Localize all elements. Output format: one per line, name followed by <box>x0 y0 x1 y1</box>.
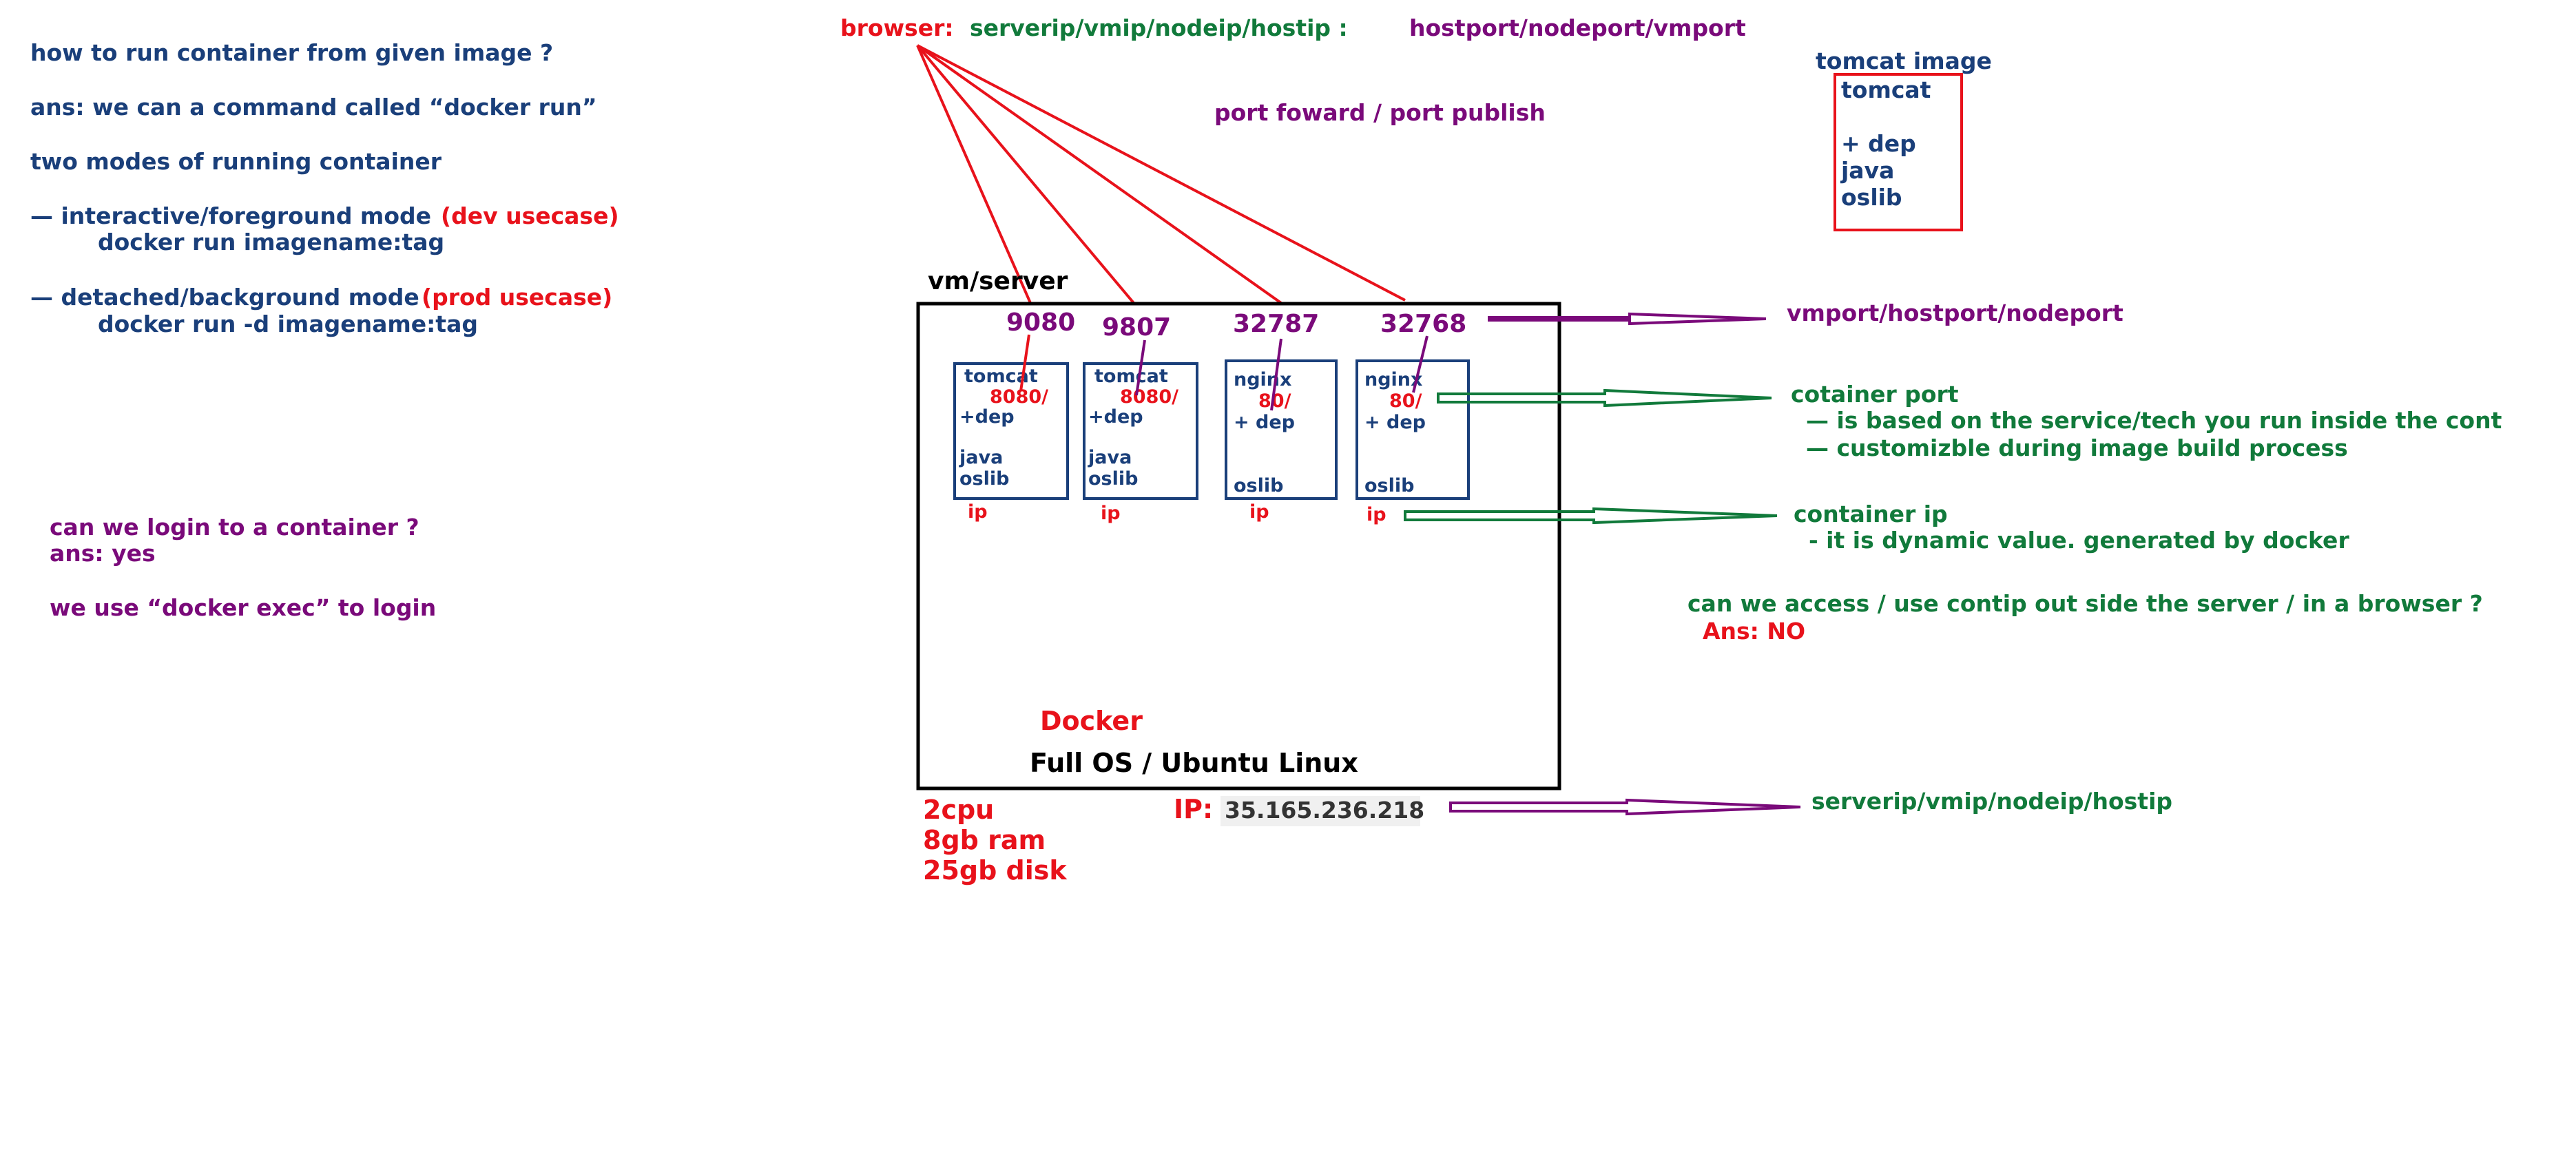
arrow-container-ip <box>1404 507 1778 525</box>
container-port: 80/ <box>1389 390 1422 412</box>
container-port-line1: — is based on the service/tech you run i… <box>1806 407 2502 434</box>
browser-ports: hostport/nodeport/vmport <box>1409 14 1746 41</box>
container-dep: +dep <box>959 406 1015 428</box>
container-name: tomcat <box>964 366 1038 387</box>
host-port-label: 9807 <box>1102 313 1171 342</box>
container-ip-label: ip <box>1101 503 1121 524</box>
tomcat-image-box <box>1834 73 1963 231</box>
tomcat-image-diagram: tomcat image tomcat + dep java oslib <box>1816 48 1992 231</box>
host-port-label: 32787 <box>1233 310 1319 338</box>
tomcat-image-title: tomcat image <box>1816 48 1992 74</box>
container-nginx-1: nginx 80/ + dep oslib ip <box>1225 359 1338 523</box>
browser-address: serverip/vmip/nodeip/hostip : <box>970 14 1348 41</box>
arrow-vmport <box>1488 312 1767 326</box>
container-ip-line1: - it is dynamic value. generated by dock… <box>1809 527 2349 554</box>
browser-label: browser: <box>840 14 954 41</box>
spec-disk: 25gb disk <box>923 855 1067 886</box>
question-login: can we login to a container ? <box>50 514 419 541</box>
container-box <box>1355 359 1470 500</box>
container-oslib: oslib <box>1364 475 1414 496</box>
os-label: Full OS / Ubuntu Linux <box>1030 748 1358 778</box>
browser-connection-lines <box>916 44 1406 304</box>
tomcat-image-item: + dep <box>1841 130 1916 157</box>
vm-server-box <box>916 302 1561 790</box>
docker-exec-note: we use “docker exec” to login <box>50 594 436 621</box>
spec-cpu: 2cpu <box>923 795 994 825</box>
host-port-label: 9080 <box>1006 308 1075 337</box>
container-dep: +dep <box>1088 406 1143 428</box>
ip-value: 35.165.236.218 <box>1225 797 1424 824</box>
port-mapping-line <box>1412 335 1429 393</box>
arrow-serverip <box>1449 798 1801 816</box>
line-browser-to-9807 <box>916 44 1135 304</box>
spec-ram: 8gb ram <box>923 825 1046 855</box>
container-oslib: oslib <box>959 468 1009 490</box>
mode-interactive-command: docker run imagename:tag <box>98 229 444 255</box>
container-ip-label: ip <box>968 501 988 523</box>
left-notes: how to run container from given image ? … <box>30 39 619 621</box>
tomcat-image-item: oslib <box>1841 184 1902 211</box>
container-port-line2: — customizble during image build process <box>1806 434 2348 461</box>
port-mapping-line <box>1270 338 1282 411</box>
container-java: java <box>1088 447 1132 468</box>
container-dep: + dep <box>1364 412 1426 433</box>
port-mapping-line <box>1019 334 1030 392</box>
serverip-callout: serverip/vmip/nodeip/hostip <box>1811 788 2172 815</box>
port-mapping-line <box>1135 339 1146 396</box>
container-oslib: oslib <box>1234 475 1283 496</box>
container-port-title: cotainer port <box>1791 381 1959 408</box>
container-ip-title: container ip <box>1794 501 1948 527</box>
tomcat-image-item: java <box>1840 157 1894 184</box>
line-browser-to-32787 <box>916 44 1282 304</box>
port-forward-label: port foward / port publish <box>1214 99 1546 126</box>
container-ip-label: ip <box>1249 501 1269 523</box>
access-question: can we access / use contip out side the … <box>1687 590 2483 617</box>
question-run-container: how to run container from given image ? <box>30 39 553 66</box>
docker-label: Docker <box>1040 706 1143 736</box>
host-port-label: 32768 <box>1380 310 1466 338</box>
container-box <box>1225 359 1338 500</box>
container-port: 8080/ <box>990 386 1048 408</box>
mode-interactive: — interactive/foreground mode <box>30 202 431 229</box>
tomcat-image-item: tomcat <box>1841 76 1931 103</box>
container-box <box>953 362 1069 500</box>
answer-login: ans: yes <box>50 540 156 567</box>
two-modes-heading: two modes of running container <box>30 148 442 175</box>
container-name: tomcat <box>1094 366 1168 387</box>
right-callouts: vmport/hostport/nodeport cotainer port —… <box>1687 300 2502 815</box>
server-specs: 2cpu 8gb ram 25gb disk <box>923 795 1067 886</box>
container-java: java <box>959 447 1003 468</box>
container-port: 8080/ <box>1120 386 1178 408</box>
vmport-callout: vmport/hostport/nodeport <box>1787 300 2123 326</box>
mode-interactive-tag: (dev usecase) <box>441 202 619 229</box>
container-oslib: oslib <box>1088 468 1138 490</box>
container-tomcat-2: tomcat 8080/ +dep java oslib ip <box>1083 362 1198 524</box>
mode-detached: — detached/background mode <box>30 284 419 311</box>
ip-label: IP: <box>1174 794 1213 824</box>
mode-detached-command: docker run -d imagename:tag <box>98 311 478 337</box>
vm-server-title: vm/server <box>928 267 1068 295</box>
browser-header: browser: serverip/vmip/nodeip/hostip : h… <box>840 14 1746 41</box>
mode-detached-tag: (prod usecase) <box>422 284 612 311</box>
arrow-container-port <box>1437 388 1772 408</box>
container-nginx-2: nginx 80/ + dep oslib ip <box>1355 359 1470 525</box>
line-browser-to-32768 <box>917 44 1406 302</box>
answer-run-container: ans: we can a command called “docker run… <box>30 94 597 121</box>
container-dep: + dep <box>1234 412 1295 433</box>
access-answer: Ans: NO <box>1703 618 1805 645</box>
vm-server-diagram: vm/server 9080 9807 32787 32768 tomcat 8… <box>916 267 1561 790</box>
ip-value-highlight <box>1221 796 1420 826</box>
line-browser-to-9080 <box>916 45 1032 304</box>
container-ip-label: ip <box>1367 504 1386 525</box>
container-name: nginx <box>1364 369 1422 390</box>
container-tomcat-1: tomcat 8080/ +dep java oslib ip <box>953 362 1069 523</box>
container-name: nginx <box>1234 369 1291 390</box>
